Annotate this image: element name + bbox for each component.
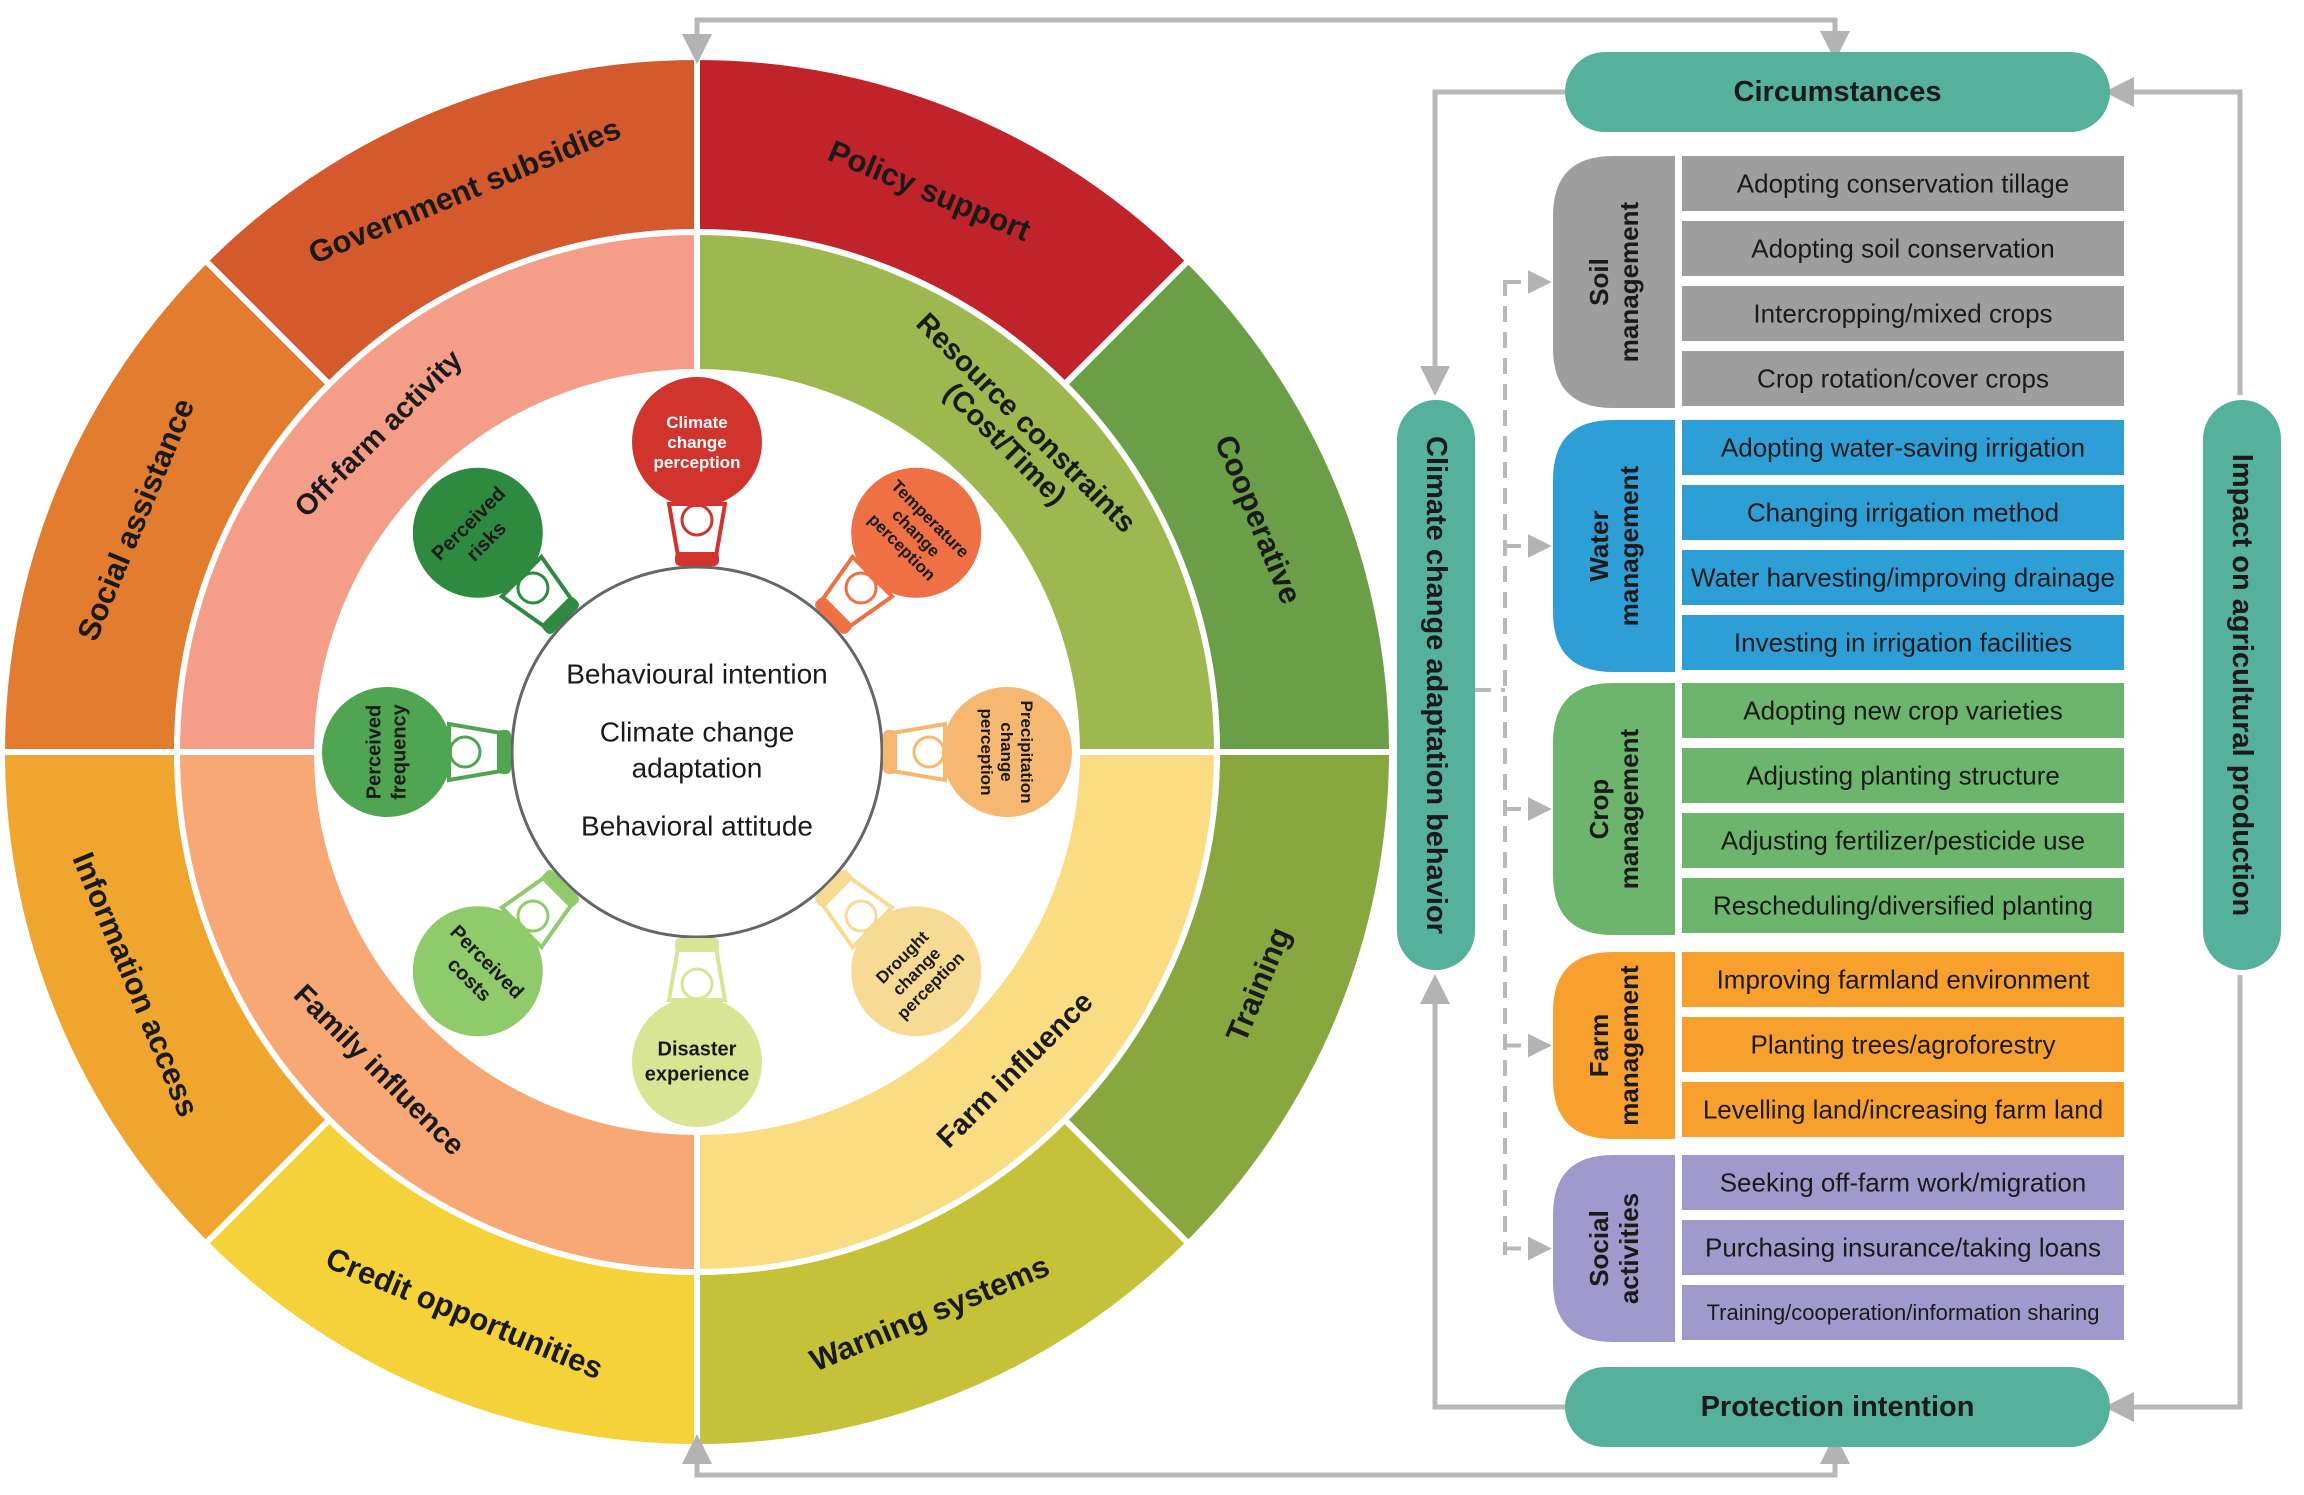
item-box: [1682, 615, 2124, 670]
feedback-arrows: [682, 17, 2243, 1478]
item-investing-in-irrigation-facilities: Investing in irrigation facilities: [1734, 628, 2072, 658]
category-branches: [1475, 270, 1552, 1261]
adaptation-wheel: Policy supportCooperativeTrainingWarning…: [0, 53, 1396, 1451]
item-box: [1682, 1082, 2124, 1137]
bulb-climate-change-perception: [632, 377, 762, 566]
adaptation-behavior-pill: Climate change adaptation behavior: [1397, 400, 1475, 970]
item-adjusting-fertilizer-pesticide-use: Adjusting fertilizer/pesticide use: [1721, 826, 2085, 856]
bottom-feedback-arrow: [682, 1434, 1850, 1478]
item-box: [1682, 878, 2124, 933]
impact-to-circumstances-arrow: [2104, 77, 2243, 395]
agricultural-impact-pill: Impact on agricultural production: [2203, 400, 2281, 970]
item-rescheduling-diversified-planting: Rescheduling/diversified planting: [1713, 891, 2093, 921]
top-feedback-arrow: [682, 17, 1850, 64]
category-title: Socialactivities: [1584, 1193, 1644, 1304]
bulb-perceived-frequency: [322, 687, 511, 817]
bulb-perceived-risks: [412, 467, 579, 634]
agricultural-impact-pill-label: Impact on agricultural production: [2226, 454, 2258, 916]
item-box: [1682, 1155, 2124, 1210]
behavior-to-protection-arrow: [1420, 974, 1565, 1410]
circumstances-pill-label: Circumstances: [1734, 76, 1942, 108]
center-behavioral-attitude: Behavioral attitude: [581, 811, 813, 842]
cycle-icon: [448, 735, 482, 769]
item-box: [1682, 221, 2124, 276]
circumstances-to-behavior-arrow: [1420, 89, 1565, 396]
impact-to-protection-arrow: [2104, 975, 2243, 1422]
center-adaptation: adaptation: [632, 753, 763, 784]
circumstances-pill: Circumstances: [1565, 52, 2110, 132]
rain-cloud-icon: [912, 735, 946, 769]
item-box: [1682, 748, 2124, 803]
category-soil-management: Soilmanagement Adopting conservation till…: [1553, 156, 2124, 408]
item-box: [1682, 683, 2124, 738]
item-adjusting-planting-structure: Adjusting planting structure: [1746, 761, 2060, 791]
item-adopting-water-saving-irrigation: Adopting water-saving irrigation: [1721, 433, 2085, 463]
category-tab: [1553, 952, 1675, 1139]
bulb-perceived-costs: [412, 870, 579, 1037]
category-title: Cropmanagement: [1584, 728, 1644, 889]
item-box: [1682, 952, 2124, 1007]
item-improving-farmland-environment: Improving farmland environment: [1717, 965, 2091, 995]
item-box: [1682, 550, 2124, 605]
item-intercropping-mixed-crops: Intercropping/mixed crops: [1753, 299, 2052, 329]
category-tab: [1553, 156, 1675, 408]
item-training-cooperation-information-sharing: Training/cooperation/information sharing: [1707, 1300, 2100, 1325]
item-box: [1682, 1220, 2124, 1275]
category-water-management: Watermanagement Adopting water-saving irr…: [1553, 420, 2124, 672]
item-changing-irrigation-method: Changing irrigation method: [1747, 498, 2059, 528]
protection-intention-pill-label: Protection intention: [1701, 1391, 1975, 1423]
item-box: [1682, 286, 2124, 341]
item-box: [1682, 156, 2124, 211]
item-adopting-soil-conservation: Adopting soil conservation: [1751, 234, 2055, 264]
item-seeking-off-farm-work-migration: Seeking off-farm work/migration: [1720, 1168, 2087, 1198]
item-planting-trees-agroforestry: Planting trees/agroforestry: [1751, 1030, 2056, 1060]
category-crop-management: Cropmanagement Adopting new crop varietie…: [1553, 683, 2124, 935]
item-levelling-land-increasing-farm-land: Levelling land/increasing farm land: [1703, 1095, 2103, 1125]
category-social-activities: Socialactivities Seeking off-farm work/mi…: [1553, 1155, 2124, 1342]
item-adopting-conservation-tillage: Adopting conservation tillage: [1737, 169, 2069, 199]
center-climate-change: Climate change: [600, 717, 795, 748]
bulb-drought-change-perception: [815, 870, 982, 1037]
item-box: [1682, 485, 2124, 540]
item-box: [1682, 1285, 2124, 1340]
category-title: Watermanagement: [1584, 465, 1644, 626]
category-tab: [1553, 683, 1675, 935]
item-box: [1682, 420, 2124, 475]
bulb-temperature-change-perception: [815, 467, 982, 634]
center-circle: [510, 565, 884, 939]
bulb-disaster-experience: [632, 938, 762, 1127]
category-title: Soilmanagement: [1584, 201, 1644, 362]
adaptation-behavior-pill-label: Climate change adaptation behavior: [1420, 436, 1452, 934]
bulb-precipitation-change-perception: [883, 687, 1072, 817]
item-crop-rotation-cover-crops: Crop rotation/cover crops: [1757, 364, 2049, 394]
protection-intention-pill: Protection intention: [1565, 1367, 2110, 1447]
item-adopting-new-crop-varieties: Adopting new crop varieties: [1743, 696, 2062, 726]
category-tab: [1553, 420, 1675, 672]
center-behavioural-intention: Behavioural intention: [566, 659, 828, 690]
item-water-harvesting-improving-drainage: Water harvesting/improving drainage: [1691, 563, 2115, 593]
item-box: [1682, 813, 2124, 868]
category-tab: [1553, 1155, 1675, 1342]
disaster-icon: [680, 967, 714, 1001]
category-title: Farmmanagement: [1584, 965, 1644, 1126]
item-box: [1682, 351, 2124, 406]
item-purchasing-insurance-taking-loans: Purchasing insurance/taking loans: [1705, 1233, 2101, 1263]
category-farm-management: Farmmanagement Improving farmland environ…: [1553, 952, 2124, 1139]
globe-icon: [680, 503, 714, 537]
item-box: [1682, 1017, 2124, 1072]
bulb-label: Precipitationchangeperception: [978, 701, 1037, 804]
